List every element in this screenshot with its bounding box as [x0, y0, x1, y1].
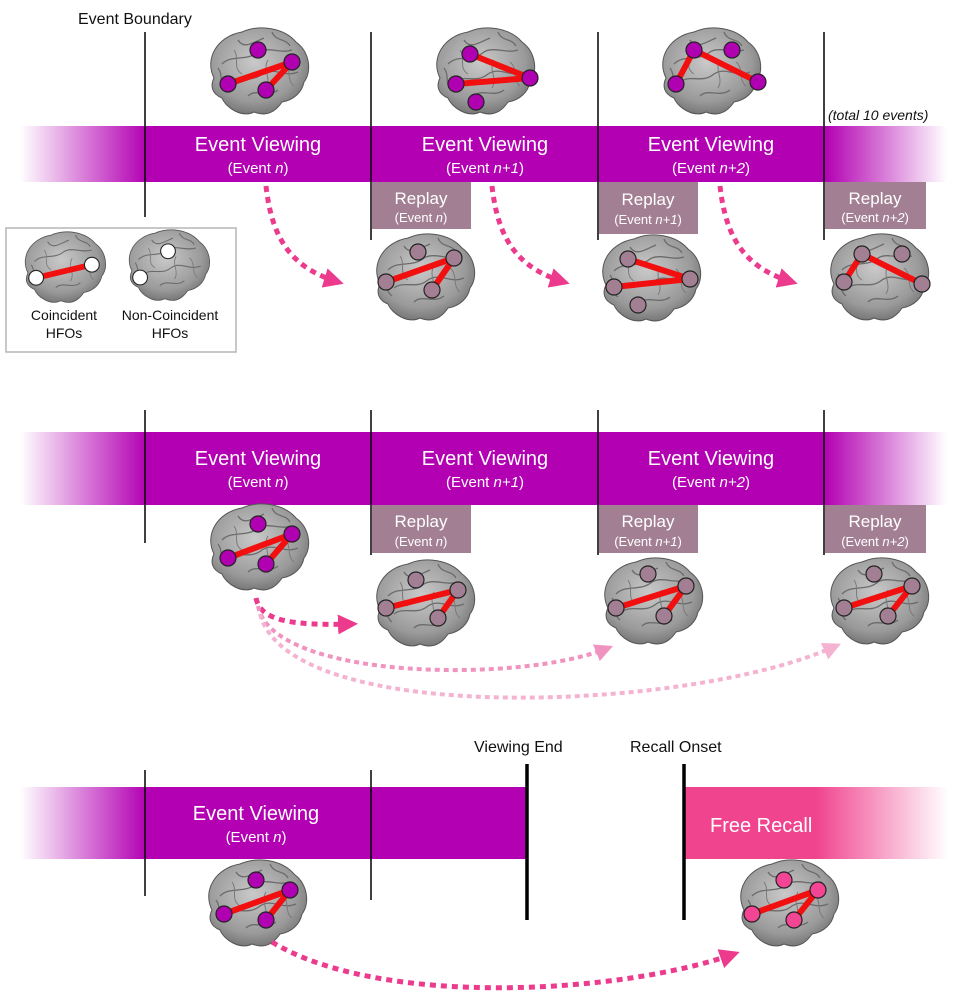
brain-icon — [662, 27, 767, 115]
brain-icon — [830, 233, 931, 321]
replay-arrow — [253, 597, 358, 635]
replay-title: Replay — [622, 190, 675, 209]
viewing-subtitle: (Event n+1) — [446, 160, 524, 177]
band-fade-left — [20, 432, 146, 505]
viewing-subtitle: (Event n+2) — [672, 474, 750, 491]
replay-title: Replay — [395, 189, 448, 208]
replay-title: Replay — [849, 512, 902, 531]
viewing-title: Event Viewing — [193, 803, 319, 825]
brain-icon — [208, 859, 308, 947]
viewing-subtitle: (Event n) — [228, 160, 289, 177]
row-2: Event Viewing (Event n) Event Viewing (E… — [20, 410, 947, 700]
brain-icon — [376, 559, 476, 647]
free-recall-label: Free Recall — [710, 815, 812, 837]
legend-noncoincident-label: HFOs — [152, 325, 189, 341]
replay-subtitle: (Event n+2) — [841, 210, 909, 225]
brain-icon — [436, 27, 539, 115]
brain-icon — [210, 27, 310, 115]
brain-icon — [376, 233, 476, 321]
row-1: Event Boundary (total 10 events) Event V… — [5, 11, 947, 353]
brain-icon — [128, 229, 211, 301]
recall-arrow — [270, 939, 740, 991]
replay-subtitle: (Event n+2) — [841, 534, 909, 549]
viewing-band — [145, 432, 826, 505]
viewing-title: Event Viewing — [422, 448, 548, 470]
viewing-end-label: Viewing End — [474, 739, 563, 756]
legend-coincident-label: HFOs — [46, 325, 83, 341]
legend-noncoincident-label: Non-Coincident — [122, 307, 219, 323]
viewing-band — [145, 787, 527, 859]
row-3: Viewing End Recall Onset Event Viewing (… — [20, 739, 948, 991]
viewing-title: Event Viewing — [195, 448, 321, 470]
replay-subtitle: (Event n) — [395, 534, 448, 549]
band-fade-right — [825, 126, 947, 182]
band-fade-right — [825, 432, 947, 505]
viewing-band — [145, 126, 826, 182]
replay-arrow — [258, 613, 841, 700]
band-fade-left — [20, 787, 146, 859]
replay-subtitle: (Event n+1) — [614, 534, 682, 549]
viewing-title: Event Viewing — [422, 134, 548, 156]
brain-icon — [740, 859, 840, 947]
recall-band — [684, 787, 948, 859]
viewing-title: Event Viewing — [648, 448, 774, 470]
replay-box — [372, 505, 471, 553]
replay-subtitle: (Event n) — [395, 210, 448, 225]
brain-icon — [210, 503, 310, 591]
legend: Coincident HFOs Non-Coincident HFOs — [5, 227, 237, 353]
replay-title: Replay — [395, 512, 448, 531]
viewing-subtitle: (Event n) — [226, 829, 287, 846]
replay-title: Replay — [849, 189, 902, 208]
replay-arrow — [489, 185, 570, 288]
viewing-subtitle: (Event n+2) — [672, 160, 750, 177]
brain-icon — [604, 557, 704, 645]
brain-icon — [602, 234, 702, 322]
replay-box — [599, 182, 698, 234]
viewing-title: Event Viewing — [648, 134, 774, 156]
replay-box — [372, 182, 471, 229]
replay-title: Replay — [622, 512, 675, 531]
viewing-subtitle: (Event n) — [228, 474, 289, 491]
replay-arrow — [263, 185, 344, 288]
recall-onset-label: Recall Onset — [630, 739, 722, 756]
legend-coincident-label: Coincident — [31, 307, 97, 323]
replay-box — [825, 505, 926, 553]
viewing-subtitle: (Event n+1) — [446, 474, 524, 491]
replay-box — [825, 182, 926, 229]
total-events-label: (total 10 events) — [828, 107, 928, 123]
replay-arrow — [717, 185, 798, 288]
replay-arrow — [256, 605, 614, 673]
viewing-title: Event Viewing — [195, 134, 321, 156]
brain-icon — [830, 557, 930, 645]
replay-subtitle: (Event n+1) — [614, 212, 682, 227]
band-fade-left — [20, 126, 146, 182]
replay-box — [599, 505, 698, 553]
event-boundary-label: Event Boundary — [78, 11, 192, 28]
brain-icon — [24, 231, 107, 303]
